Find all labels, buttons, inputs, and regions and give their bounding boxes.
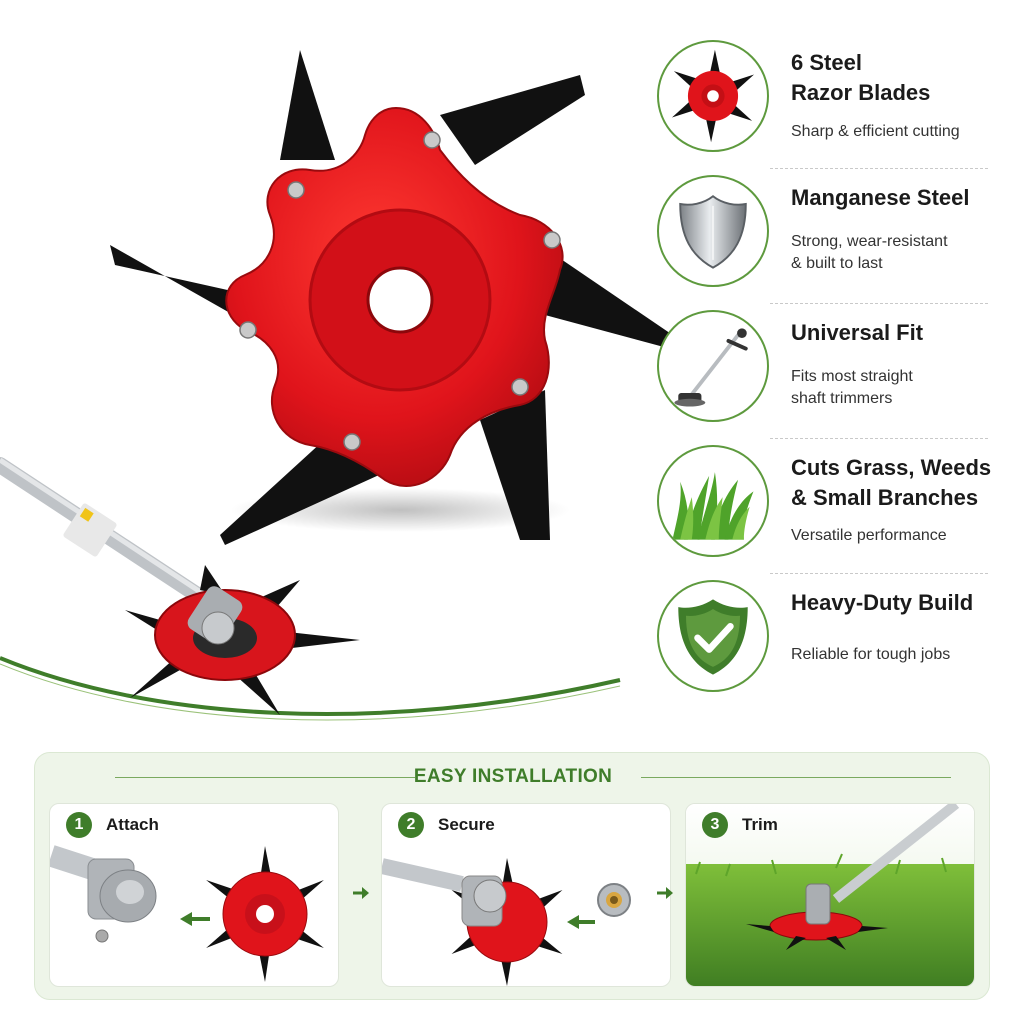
feature-divider bbox=[770, 168, 988, 169]
feature-title-line2: & Small Branches bbox=[791, 485, 979, 510]
feature-universal-fit: Universal Fit Fits most straight shaft t… bbox=[655, 310, 995, 428]
step-attach: 1 Attach bbox=[49, 803, 339, 987]
title-divider-right bbox=[641, 777, 951, 778]
feature-desc-line2: shaft trimmers bbox=[791, 390, 893, 407]
feature-divider bbox=[770, 303, 988, 304]
step-secure-illustration bbox=[382, 858, 631, 986]
trimmer-icon bbox=[657, 310, 769, 422]
step-attach-illustration bbox=[50, 845, 324, 982]
arrow-right-icon bbox=[657, 887, 673, 899]
trimmer-with-blade-image bbox=[0, 457, 360, 715]
feature-title-line1: Universal Fit bbox=[791, 320, 924, 345]
decorative-green-swoosh bbox=[0, 656, 621, 721]
hero-blade-image bbox=[110, 50, 680, 545]
step-number-badge: 3 bbox=[702, 812, 728, 838]
feature-desc-line1: Reliable for tough jobs bbox=[791, 646, 951, 663]
feature-cuts-grass: Cuts Grass, Weeds & Small Branches Versa… bbox=[655, 445, 995, 563]
installation-panel: EASY INSTALLATION bbox=[34, 752, 990, 1000]
step-trim-illustration bbox=[686, 804, 974, 986]
check-shield-icon bbox=[657, 580, 769, 692]
feature-title-line1: Cuts Grass, Weeds bbox=[791, 455, 992, 480]
grass-icon bbox=[657, 445, 769, 557]
step-number-badge: 1 bbox=[66, 812, 92, 838]
feature-heavy-duty: Heavy-Duty Build Reliable for tough jobs bbox=[655, 580, 995, 698]
feature-title-line1: Heavy-Duty Build bbox=[791, 590, 974, 615]
feature-desc-line1: Fits most straight bbox=[791, 368, 913, 385]
feature-desc-line1: Strong, wear-resistant bbox=[791, 233, 948, 250]
feature-divider bbox=[770, 438, 988, 439]
step-trim: 3 Trim bbox=[685, 803, 975, 987]
feature-divider bbox=[770, 573, 988, 574]
step-label: Secure bbox=[438, 815, 495, 834]
step-secure: 2 Secure bbox=[381, 803, 671, 987]
feature-title-line2: Razor Blades bbox=[791, 80, 931, 105]
step-number-badge: 2 bbox=[398, 812, 424, 838]
feature-title-line1: 6 Steel bbox=[791, 50, 862, 75]
feature-6-steel-blades: 6 Steel Razor Blades Sharp & efficient c… bbox=[655, 40, 995, 158]
arrow-right-icon bbox=[353, 887, 369, 899]
blade-icon bbox=[657, 40, 769, 152]
feature-desc-line1: Sharp & efficient cutting bbox=[791, 123, 960, 140]
feature-desc-line1: Versatile performance bbox=[791, 527, 947, 544]
feature-manganese-steel: Manganese Steel Strong, wear-resistant &… bbox=[655, 175, 995, 293]
feature-desc-line2: & built to last bbox=[791, 255, 883, 272]
title-divider-left bbox=[115, 777, 415, 778]
steel-shield-icon bbox=[657, 175, 769, 287]
step-label: Attach bbox=[106, 815, 159, 834]
feature-title-line1: Manganese Steel bbox=[791, 185, 970, 210]
step-label: Trim bbox=[742, 815, 778, 834]
installation-title: EASY INSTALLATION bbox=[413, 766, 613, 787]
